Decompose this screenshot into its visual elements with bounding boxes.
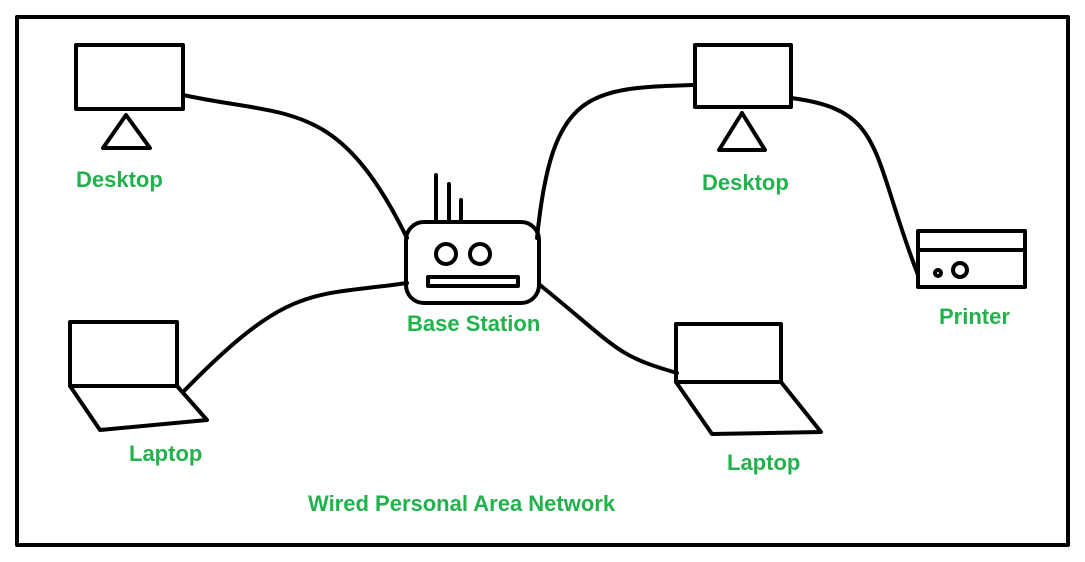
laptop-right-label: Laptop (727, 450, 800, 475)
cable-group (181, 83, 920, 394)
diagram-caption: Wired Personal Area Network (308, 491, 616, 516)
base-station-node: Base Station (404, 173, 541, 336)
desktop-icon (693, 43, 793, 152)
router-icon (404, 173, 541, 305)
cable-laptop-left-to-base-station (181, 281, 409, 394)
desktop-right-label: Desktop (702, 170, 789, 195)
printer-label: Printer (939, 304, 1010, 329)
base-station-label: Base Station (407, 311, 540, 336)
laptop-left-label: Laptop (129, 441, 202, 466)
printer-icon (916, 229, 1027, 289)
desktop-left-label: Desktop (76, 167, 163, 192)
desktop-right-node: Desktop (693, 43, 793, 195)
cable-desktop-left-to-base-station (181, 93, 409, 240)
cable-laptop-right-to-base-station (538, 283, 679, 375)
desktop-left-node: Desktop (74, 43, 185, 192)
laptop-icon (674, 322, 823, 436)
laptop-right-node: Laptop (674, 322, 823, 475)
laptop-left-node: Laptop (68, 320, 209, 466)
printer-node: Printer (916, 229, 1027, 329)
laptop-icon (68, 320, 209, 432)
cable-desktop-right-to-base-station (535, 83, 697, 240)
diagram-frame (15, 15, 1070, 547)
desktop-icon (74, 43, 185, 150)
cable-desktop-right-to-printer (789, 96, 920, 277)
